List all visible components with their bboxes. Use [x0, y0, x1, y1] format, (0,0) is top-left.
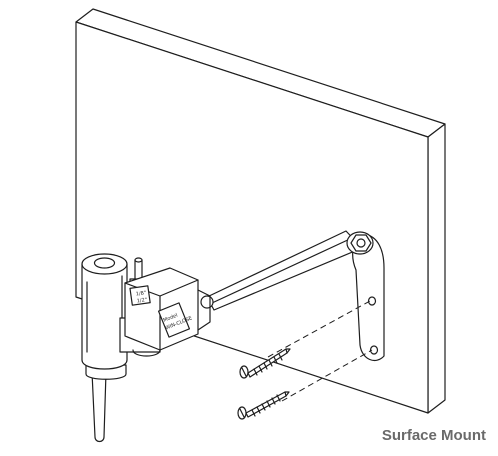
screw-bottom	[237, 391, 290, 420]
diagram-caption: Surface Mount	[381, 427, 486, 444]
setting-label-bottom: 1/2"	[136, 297, 147, 304]
closer-body	[81, 253, 161, 370]
closer-cap-inner	[93, 257, 116, 269]
bracket-screw-hole-bottom	[369, 345, 379, 355]
screw-guide-line-bottom	[281, 349, 373, 402]
setting-label-top: 1/8"	[135, 290, 146, 297]
arm-pivot-circle	[200, 295, 214, 309]
brand-plate	[157, 302, 191, 338]
screw-top	[239, 348, 291, 379]
brand-plate-line1: Model	[162, 313, 178, 324]
pivot-nut	[346, 231, 374, 255]
setting-label	[129, 285, 151, 306]
wall-bracket	[352, 233, 385, 362]
closer-rod	[91, 371, 107, 443]
bracket-screw-hole-top	[367, 296, 377, 306]
closer-housing: 1/8" 1/2" Model WIN-CLOSE	[124, 267, 211, 351]
wall-panel-side-edge	[427, 123, 446, 414]
